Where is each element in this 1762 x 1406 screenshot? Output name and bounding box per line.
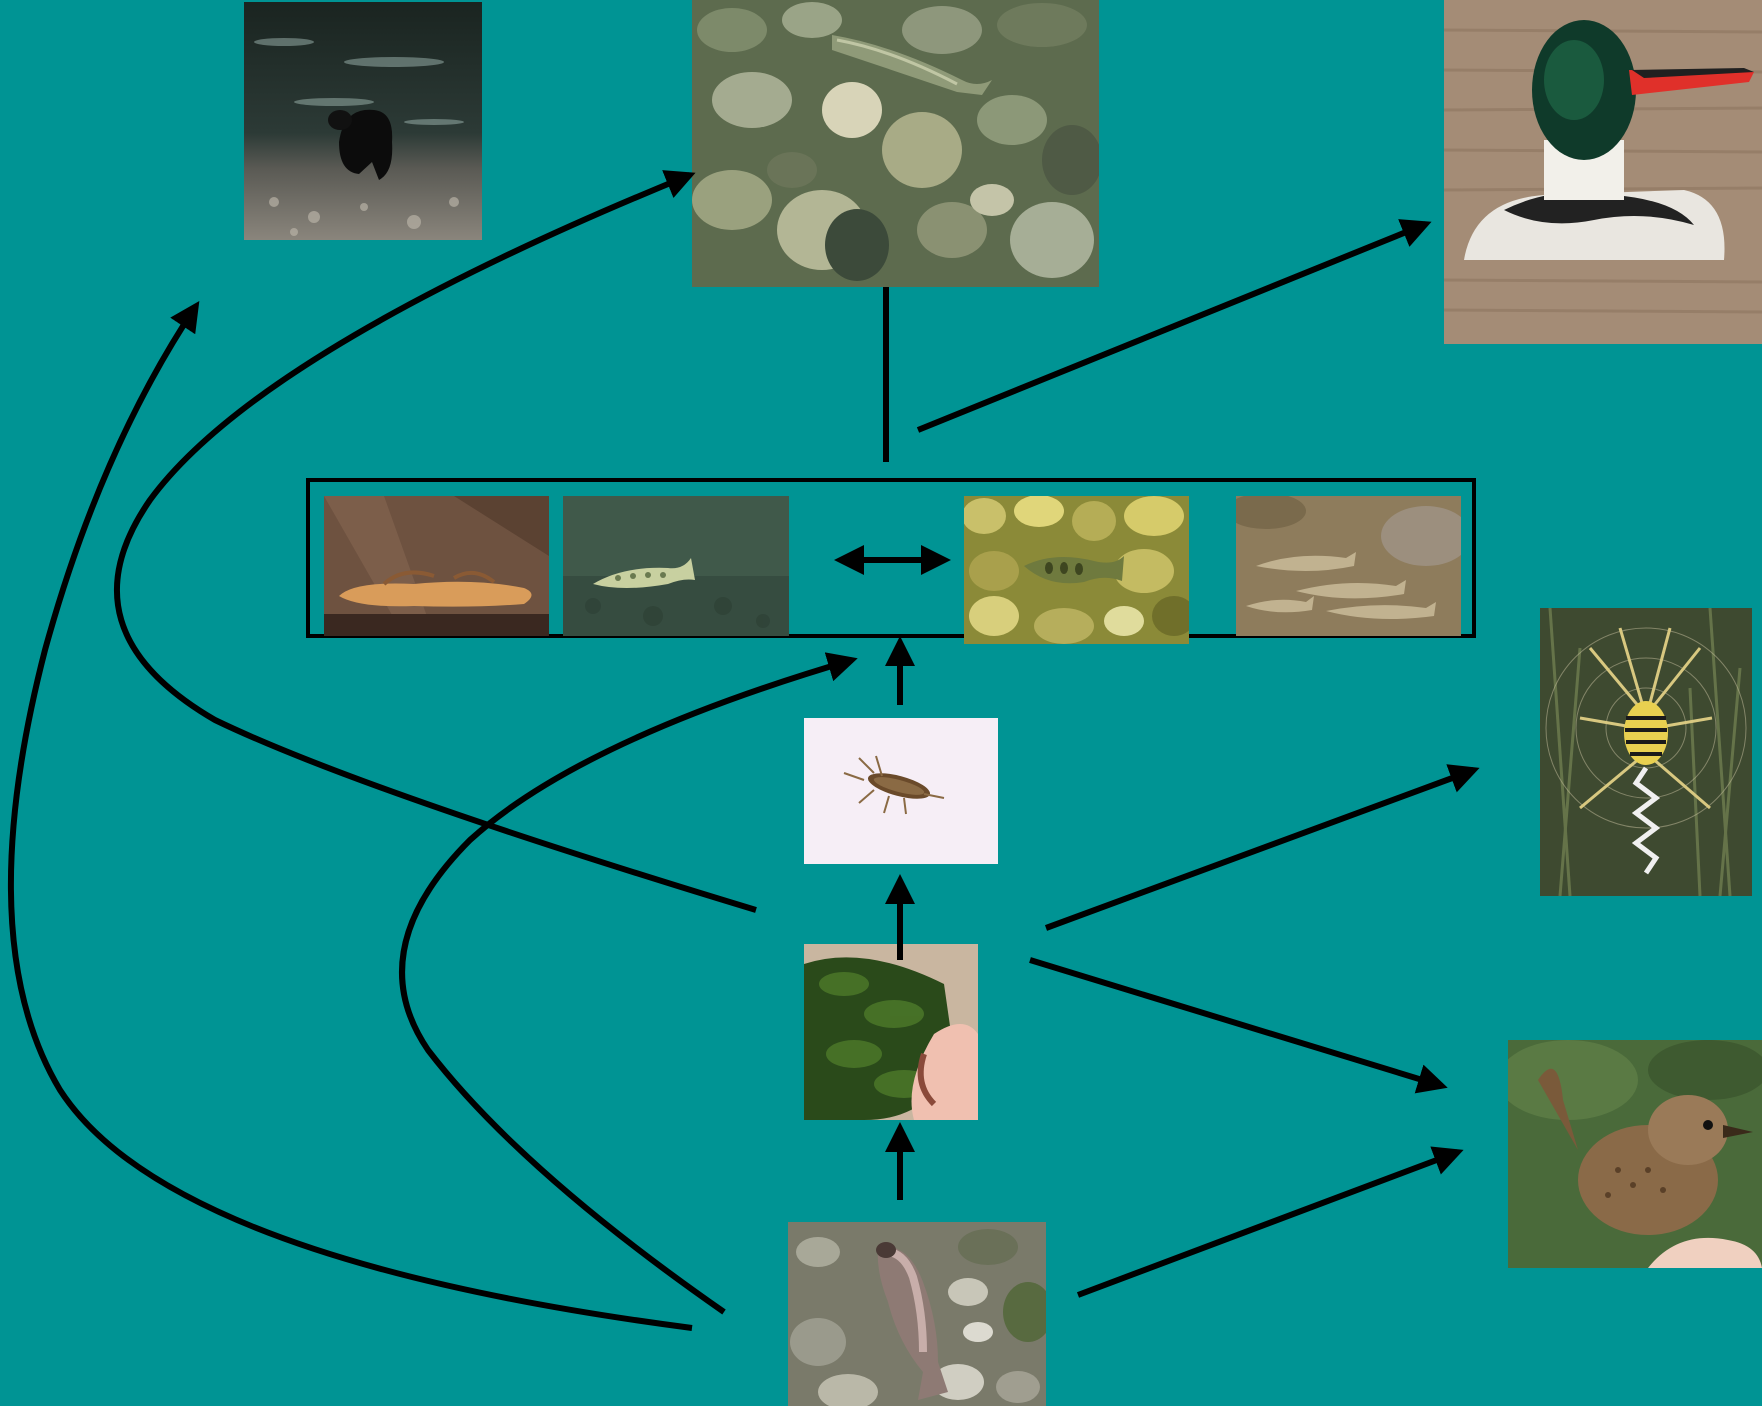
garden-spider-photo	[1540, 608, 1752, 896]
trout-in-stream-photo	[692, 0, 1099, 287]
arrow-carcass-to-fish-group	[402, 660, 852, 1312]
arrow-carcass-to-wren	[1078, 1152, 1458, 1295]
wren-photo	[1508, 1040, 1762, 1268]
arrow-larva-to-wren	[1030, 960, 1442, 1086]
arrow-larva-to-spider	[1046, 770, 1474, 928]
arrow-carcass-to-bear	[11, 306, 692, 1328]
juvenile-salmon-photo	[563, 496, 789, 636]
algae-covered-rock-photo	[804, 944, 978, 1120]
fish-school-photo	[1236, 496, 1461, 636]
fry-on-gravel-photo	[964, 496, 1189, 644]
sculpin-photo	[324, 496, 549, 636]
bear-photo	[244, 2, 482, 240]
salmon-carcass-photo	[788, 1222, 1046, 1406]
merganser-photo	[1444, 0, 1762, 344]
insect-larva-photo	[804, 718, 998, 864]
